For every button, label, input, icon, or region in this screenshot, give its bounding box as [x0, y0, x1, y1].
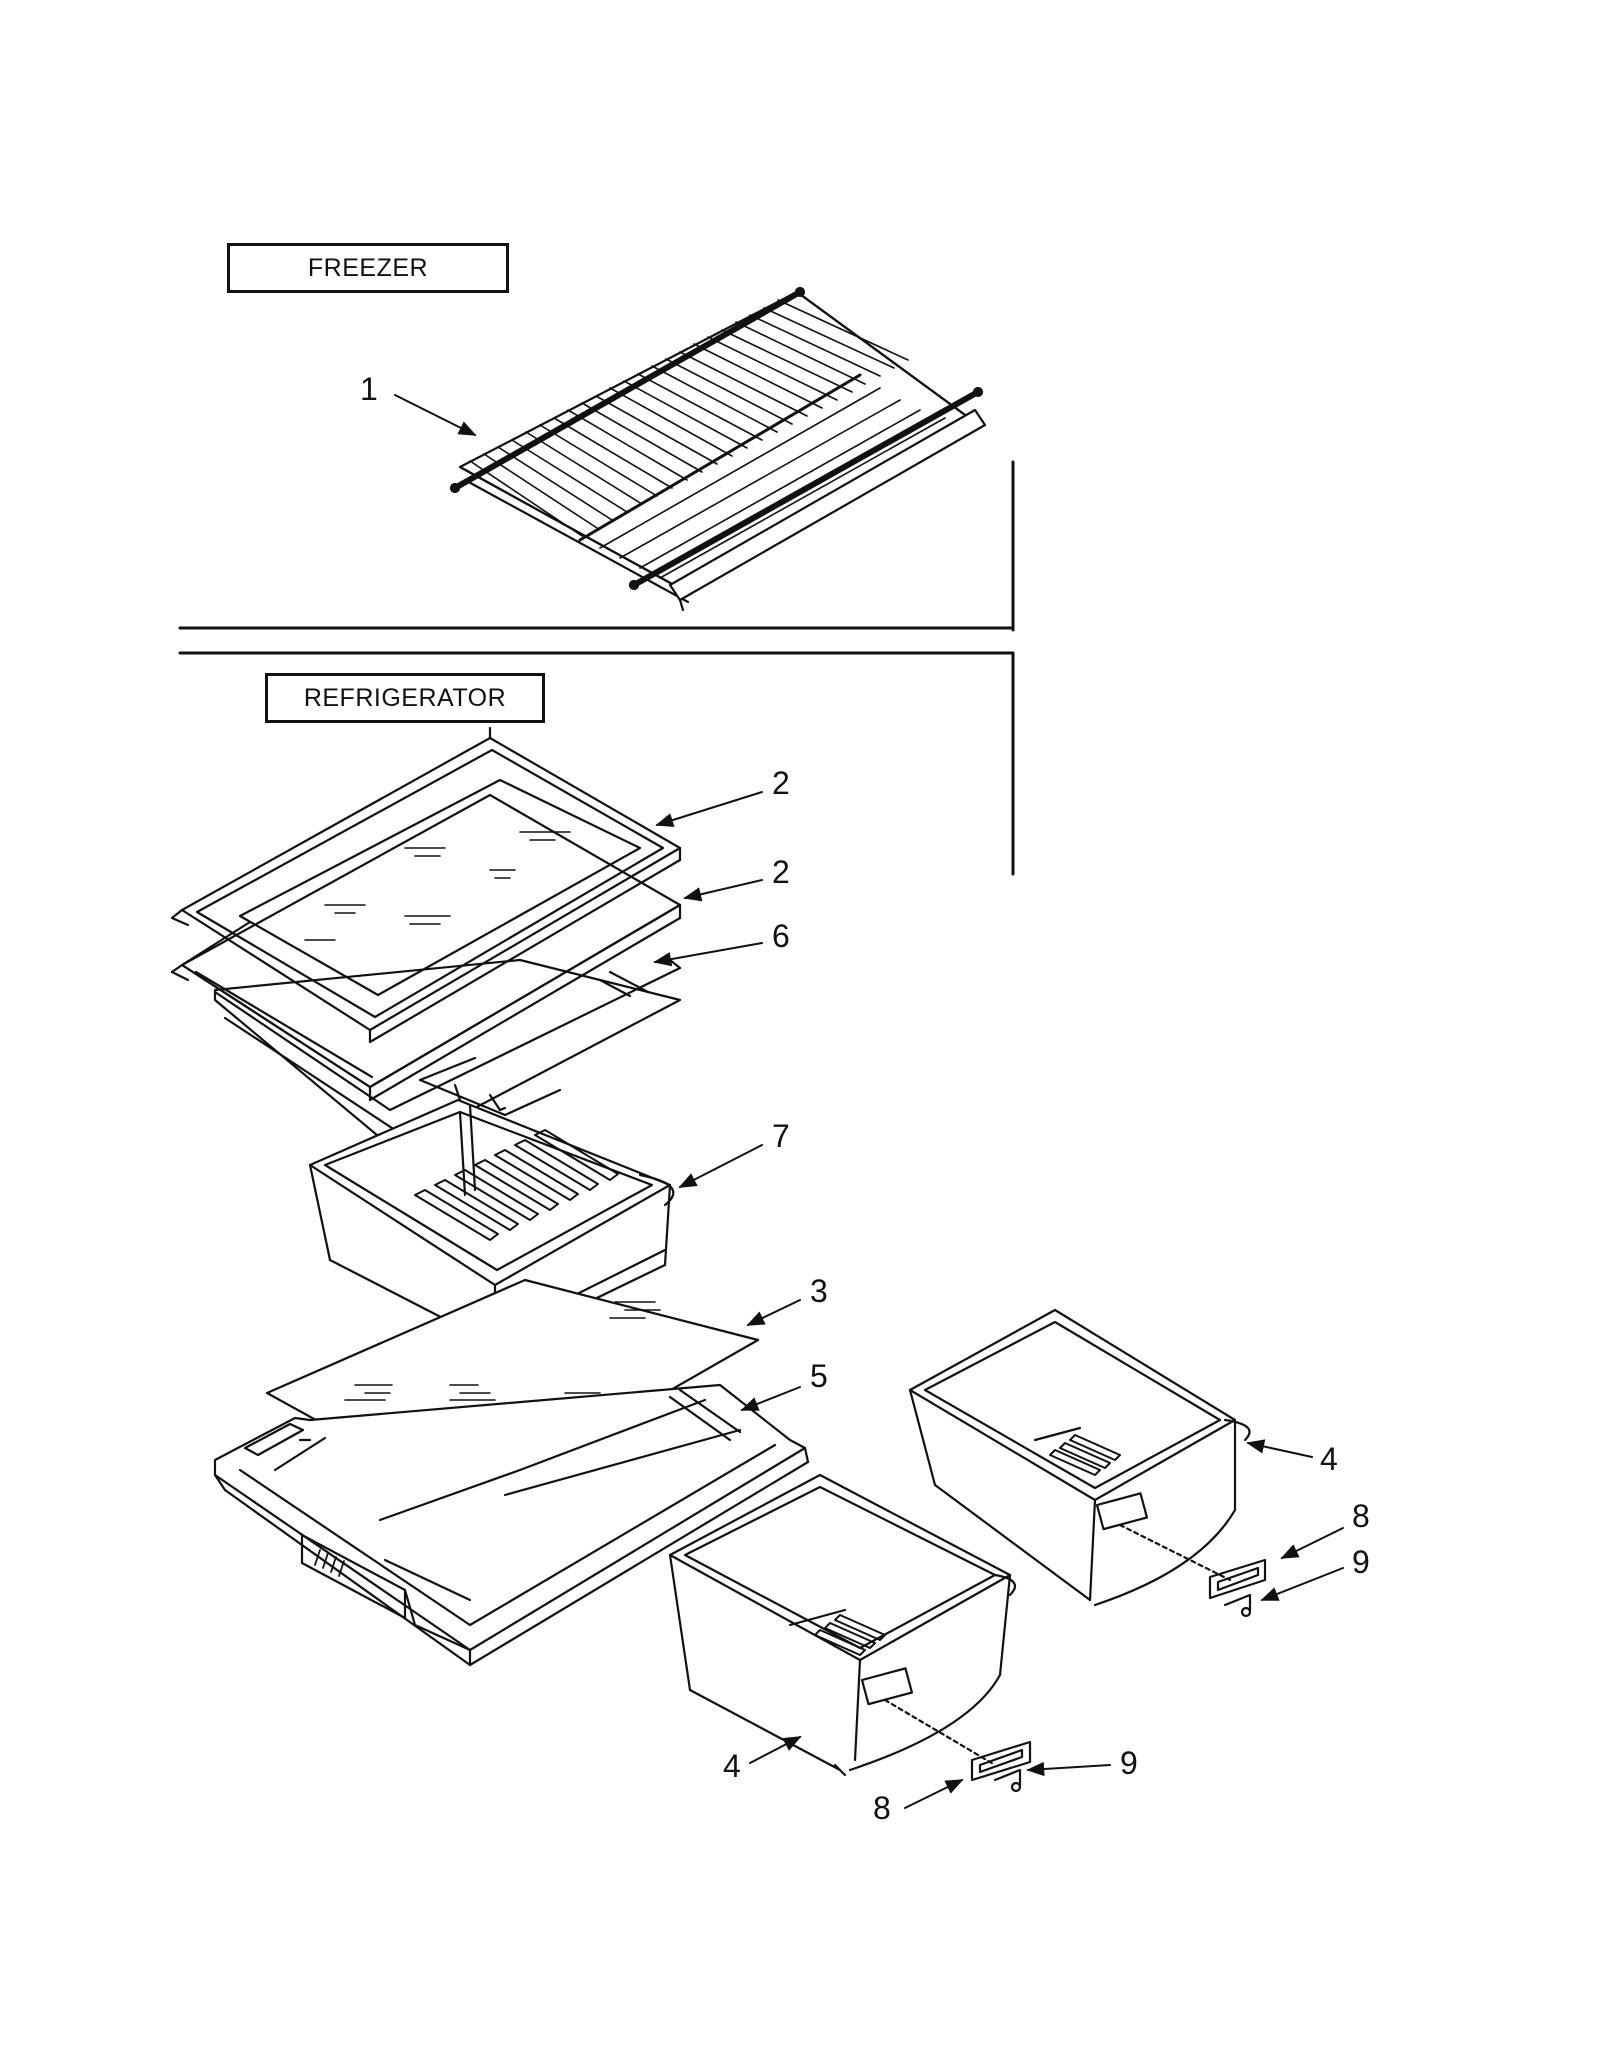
refrigerator-section-border: [178, 651, 1015, 876]
leader-arrows: [394, 394, 1344, 1809]
crisper-pan: [308, 1098, 675, 1355]
callout-7: 7: [772, 1118, 790, 1154]
freezer-wire-shelf: [449, 286, 987, 612]
freezer-section-border: [178, 460, 1015, 632]
callout-4-left: 4: [723, 1748, 741, 1784]
refrigerator-section-label: REFRIGERATOR: [265, 673, 545, 723]
callout-3: 3: [810, 1273, 828, 1309]
drawer-label-clip-left: [883, 1698, 1032, 1793]
callout-6: 6: [772, 918, 790, 954]
crisper-drawer-left: [668, 1473, 1017, 1777]
freezer-label-text: FREEZER: [307, 253, 429, 282]
crisper-support-frame: [213, 1383, 810, 1667]
crisper-cover-frame: [213, 958, 682, 1152]
callout-2-lower: 2: [772, 854, 790, 890]
glass-shelf-lower: [170, 793, 682, 1102]
refrigerator-label-text: REFRIGERATOR: [303, 683, 507, 712]
crisper-drawer-right: [908, 1308, 1251, 1607]
callout-8-left: 8: [873, 1790, 891, 1826]
callout-1: 1: [360, 371, 378, 407]
callout-9-left: 9: [1120, 1745, 1138, 1781]
callout-8-right: 8: [1352, 1498, 1370, 1534]
callout-5: 5: [810, 1358, 828, 1394]
callout-2-upper: 2: [772, 765, 790, 801]
glass-shelf-upper: [170, 726, 682, 1044]
callout-4-right: 4: [1320, 1441, 1338, 1477]
drawer-label-clip-right: [1118, 1523, 1267, 1618]
callout-9-right: 9: [1352, 1544, 1370, 1580]
freezer-section-label: FREEZER: [227, 243, 509, 293]
